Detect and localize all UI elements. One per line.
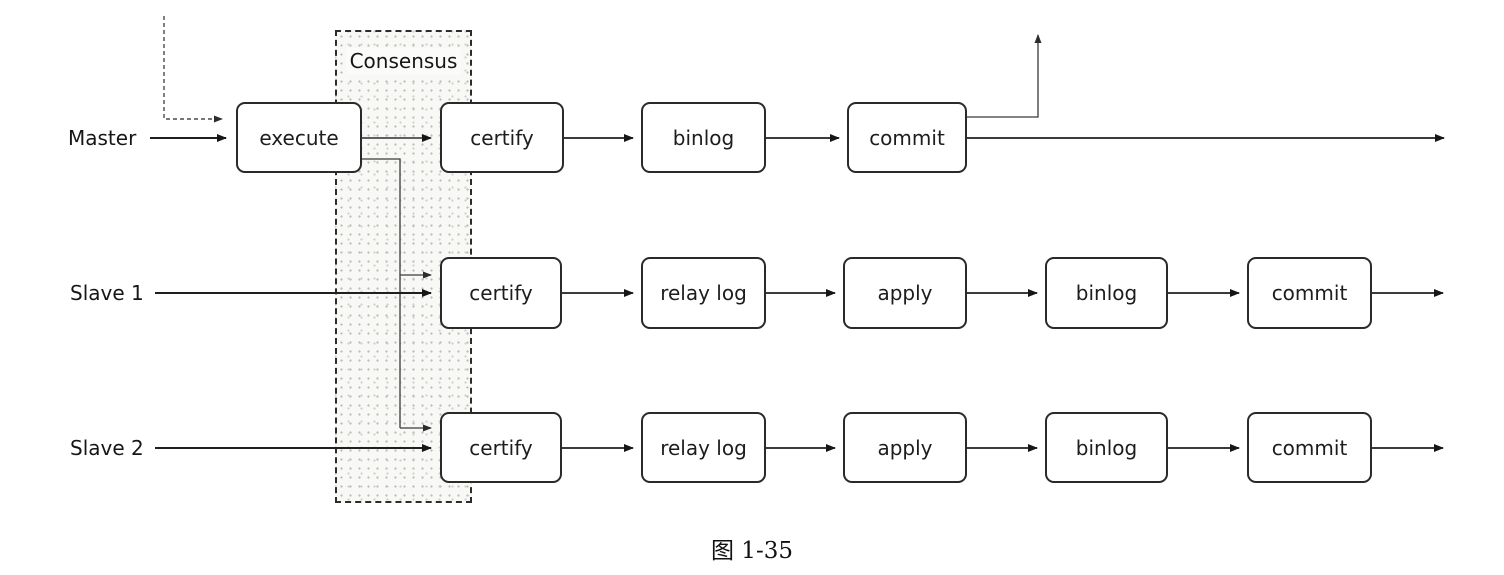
node-slave1-binlog: binlog: [1045, 257, 1168, 329]
edge-execute-down: [362, 158, 401, 428]
node-slave1-relaylog: relay log: [641, 257, 766, 329]
edge-commit-up: [967, 34, 1042, 118]
node-slave2-binlog: binlog: [1045, 412, 1168, 483]
row-label-slave1: Slave 1: [70, 281, 144, 305]
consensus-label: Consensus: [335, 48, 472, 74]
node-master-commit: commit: [847, 102, 967, 173]
node-slave1-apply: apply: [843, 257, 967, 329]
node-slave2-certify: certify: [440, 412, 562, 483]
node-master-execute: execute: [236, 102, 362, 173]
node-slave2-apply: apply: [843, 412, 967, 483]
node-master-binlog: binlog: [641, 102, 766, 173]
node-slave2-commit: commit: [1247, 412, 1372, 483]
node-slave1-certify: certify: [440, 257, 562, 329]
edge-entry-dashed: [163, 16, 223, 123]
row-label-master: Master: [68, 126, 137, 150]
figure-caption: 图 1-35: [711, 538, 793, 564]
consensus-label-text: Consensus: [345, 48, 462, 74]
node-master-certify: certify: [440, 102, 564, 173]
node-slave1-commit: commit: [1247, 257, 1372, 329]
node-slave2-relaylog: relay log: [641, 412, 766, 483]
row-label-slave2: Slave 2: [70, 436, 144, 460]
